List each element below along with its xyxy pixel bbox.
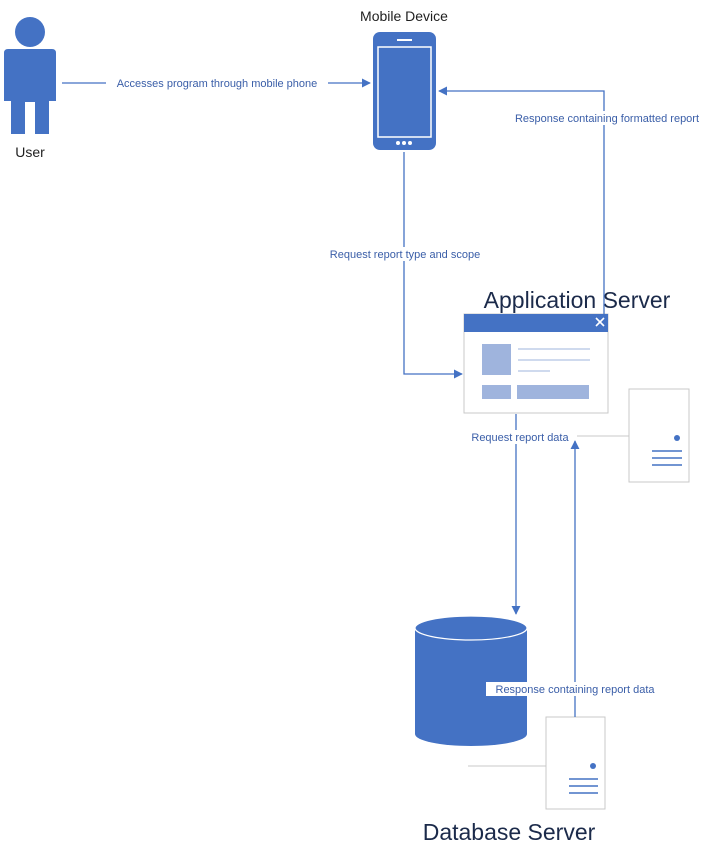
edge-label-mobile-to-app: Request report type and scope [330,249,480,261]
edge-mobile-to-app [403,152,463,379]
database-cylinder-icon [414,615,528,746]
mobile-device-node: Mobile Device [360,8,448,150]
application-server-node: Application Server [463,287,690,483]
edge-label-user-to-mobile: Accesses program through mobile phone [117,78,318,90]
person-icon [4,17,56,134]
edge-label-app-to-mobile: Response containing formatted report [515,113,699,125]
database-server-node: Database Server [414,615,606,845]
database-server-label: Database Server [423,819,596,845]
application-server-label: Application Server [484,287,671,313]
application-window-icon [463,313,609,414]
close-icon [595,317,605,327]
db-server-tower-icon [545,716,606,810]
edge-app-to-mobile [438,86,605,314]
server-tower-icon [628,388,690,483]
user-label: User [15,144,45,160]
user-node: User [4,17,56,160]
mobile-phone-icon [373,32,436,150]
mobile-device-label: Mobile Device [360,8,448,24]
edge-label-app-to-db: Request report data [471,432,569,444]
edge-label-db-to-app: Response containing report data [496,684,656,696]
